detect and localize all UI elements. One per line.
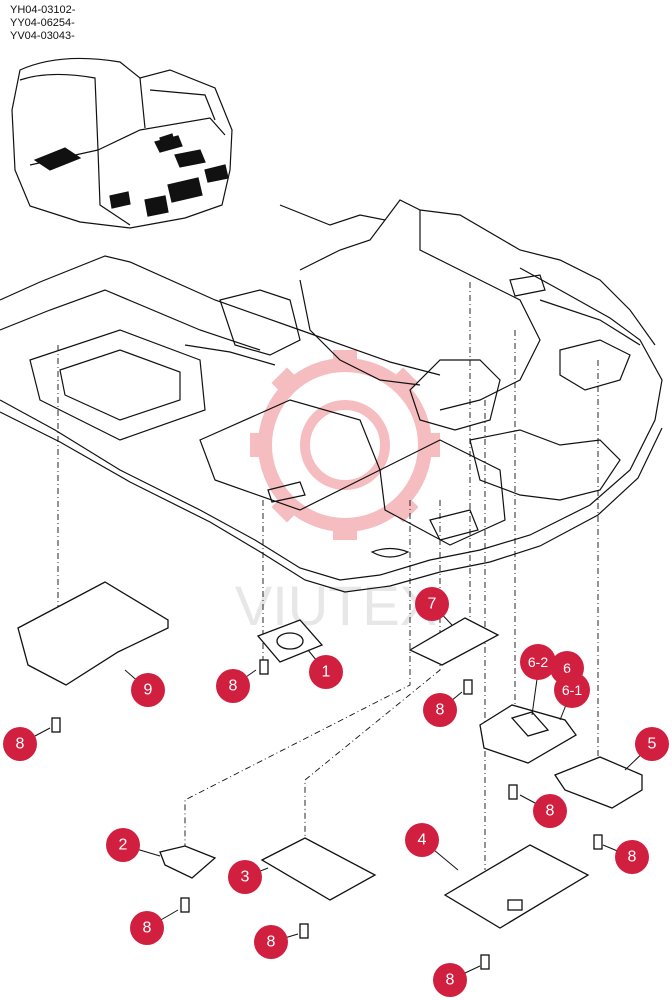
cover-5 — [554, 756, 643, 809]
plate-1 — [256, 619, 324, 663]
serial-number-1: YH04-03102- — [10, 4, 76, 16]
callout-8-e: 8 — [615, 840, 649, 874]
callout-1: 1 — [309, 655, 343, 689]
svg-text:8: 8 — [267, 934, 276, 951]
cover-6-1 — [479, 704, 577, 764]
svg-text:8: 8 — [16, 736, 25, 753]
svg-text:8: 8 — [446, 972, 455, 989]
machine-inset — [11, 57, 233, 229]
callout-7: 7 — [415, 587, 449, 621]
serial-number-3: YV04-03043- — [10, 30, 75, 42]
cover-2 — [159, 845, 217, 879]
callout-8-f: 8 — [130, 911, 164, 945]
callout-8-g: 8 — [254, 925, 288, 959]
cover-4 — [443, 844, 590, 929]
watermark: VIUTEX — [235, 350, 440, 637]
svg-text:3: 3 — [241, 869, 250, 886]
callout-4: 4 — [405, 823, 439, 857]
watermark-text: VIUTEX — [235, 574, 437, 637]
callout-8-b: 8 — [423, 693, 457, 727]
svg-text:8: 8 — [143, 920, 152, 937]
callout-2: 2 — [106, 828, 140, 862]
svg-text:1: 1 — [322, 664, 331, 681]
serial-number-2: YY04-06254- — [10, 17, 75, 29]
svg-text:4: 4 — [418, 832, 427, 849]
callout-8-d: 8 — [533, 794, 567, 828]
watermark-gear-icon — [258, 358, 432, 532]
cover-9 — [17, 581, 169, 686]
svg-text:8: 8 — [546, 803, 555, 820]
cover-7 — [408, 617, 500, 666]
callout-8-h: 8 — [433, 963, 467, 997]
bolts — [51, 659, 603, 970]
svg-text:8: 8 — [436, 702, 445, 719]
upper-frame — [0, 199, 663, 593]
svg-text:8: 8 — [229, 678, 238, 695]
callout-8-c: 8 — [3, 727, 37, 761]
svg-text:6-2: 6-2 — [528, 654, 548, 670]
callout-5: 5 — [635, 727, 669, 761]
svg-text:6-1: 6-1 — [562, 682, 582, 698]
callout-6-1: 6-1 — [554, 672, 590, 708]
svg-text:8: 8 — [628, 849, 637, 866]
svg-text:2: 2 — [119, 837, 128, 854]
callout-3: 3 — [228, 860, 262, 894]
callout-6-2: 6-2 — [520, 644, 556, 680]
svg-text:5: 5 — [648, 736, 657, 753]
svg-text:7: 7 — [428, 596, 437, 613]
callout-8-a: 8 — [216, 669, 250, 703]
mounting-lines — [57, 282, 599, 870]
svg-text:9: 9 — [144, 682, 153, 699]
cover-3 — [260, 837, 377, 901]
callout-9: 9 — [131, 673, 165, 707]
svg-text:6: 6 — [563, 660, 571, 676]
